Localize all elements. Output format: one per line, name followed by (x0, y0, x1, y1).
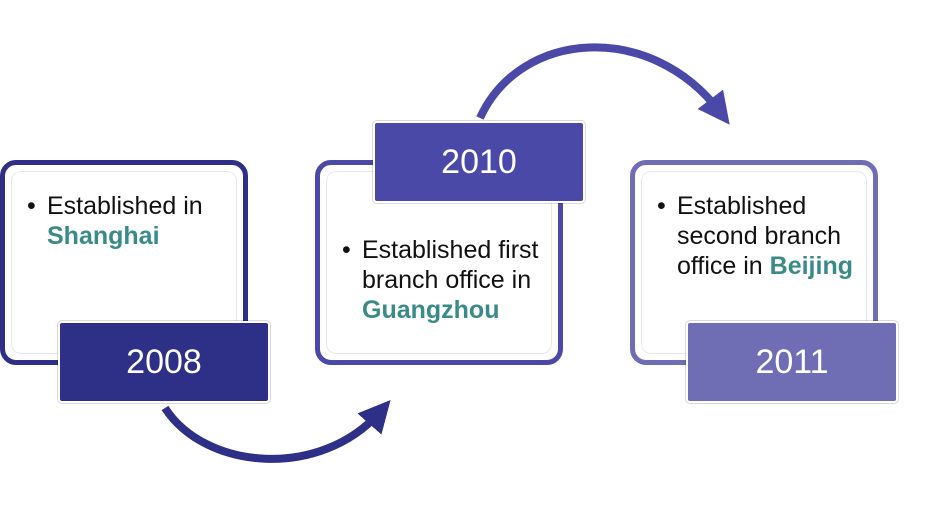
stage-description: Established second branch office in Beij… (657, 191, 869, 281)
place-name: Guangzhou (362, 296, 500, 324)
arrow-2010-to-2011 (476, 43, 730, 125)
stage-description-list: Established first branch office in Guang… (342, 235, 554, 325)
year-badge-2008: 2008 (58, 321, 270, 403)
stage-card-2008: Established in Shanghai (0, 160, 248, 365)
stage-description-list: Established in Shanghai (27, 191, 237, 251)
year-badge-2010: 2010 (373, 121, 585, 203)
place-name: Shanghai (47, 222, 160, 250)
stage-description: Established first branch office in Guang… (342, 235, 554, 325)
arrow-2008-to-2010 (161, 400, 391, 463)
year-badge-2011: 2011 (686, 321, 898, 403)
stage-description: Established in Shanghai (27, 191, 237, 251)
stage-description-list: Established second branch office in Beij… (657, 191, 869, 281)
place-name: Beijing (769, 252, 853, 280)
